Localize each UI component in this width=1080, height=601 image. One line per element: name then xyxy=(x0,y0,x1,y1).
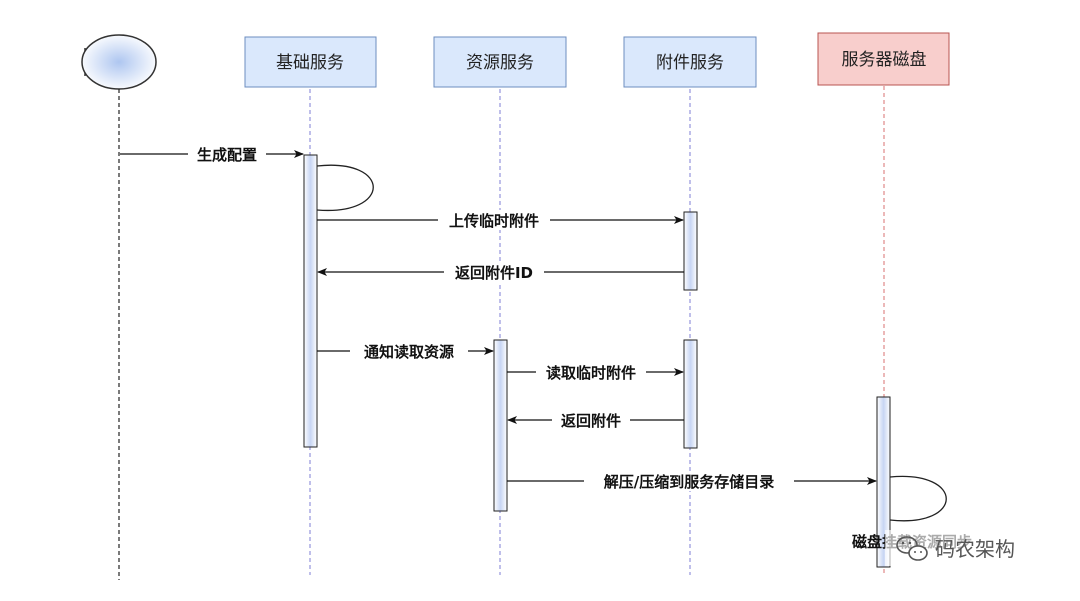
disk-self-loop xyxy=(889,475,947,522)
label-bg xyxy=(350,341,468,361)
message-label-upload-temp-attachment: 上传临时附件 xyxy=(449,212,539,230)
label-bg xyxy=(444,262,544,282)
resource-service-label: 资源服务 xyxy=(466,53,534,73)
label-bg xyxy=(536,362,646,382)
disk-label: 服务器磁盘 xyxy=(842,50,927,70)
wechat-icon xyxy=(896,536,928,561)
message-label-return-attachment: 返回附件 xyxy=(561,412,621,430)
base-service-activation xyxy=(303,154,318,448)
base-service-box xyxy=(244,36,377,88)
message-label-generate-config: 生成配置 xyxy=(197,146,257,164)
base-service-label: 基础服务 xyxy=(276,53,344,73)
base-service-self-loop xyxy=(316,164,374,212)
resource-service-box xyxy=(433,36,567,88)
actor-circle xyxy=(81,34,157,90)
message-label-notify-read-resource: 通知读取资源 xyxy=(364,343,454,361)
label-bg xyxy=(438,210,550,230)
message-label-unzip-to-storage: 解压/压缩到服务存储目录 xyxy=(604,473,774,491)
attachment-service-label: 附件服务 xyxy=(656,53,724,73)
attachment-service-activation-1 xyxy=(683,211,698,291)
attachment-service-box xyxy=(623,36,757,88)
disk-activation xyxy=(876,396,891,568)
message-label-return-attachment-id: 返回附件ID xyxy=(455,264,533,282)
watermark-text: 码农架构 xyxy=(935,537,1015,561)
watermark: 码农架构 xyxy=(885,530,1070,566)
resource-service-activation xyxy=(493,339,508,512)
label-bg xyxy=(584,471,794,491)
message-label-read-temp-attachment: 读取临时附件 xyxy=(546,364,636,382)
label-bg xyxy=(552,410,630,430)
disk-box xyxy=(817,32,950,86)
label-bg xyxy=(188,144,266,164)
attachment-service-activation-2 xyxy=(683,339,698,449)
